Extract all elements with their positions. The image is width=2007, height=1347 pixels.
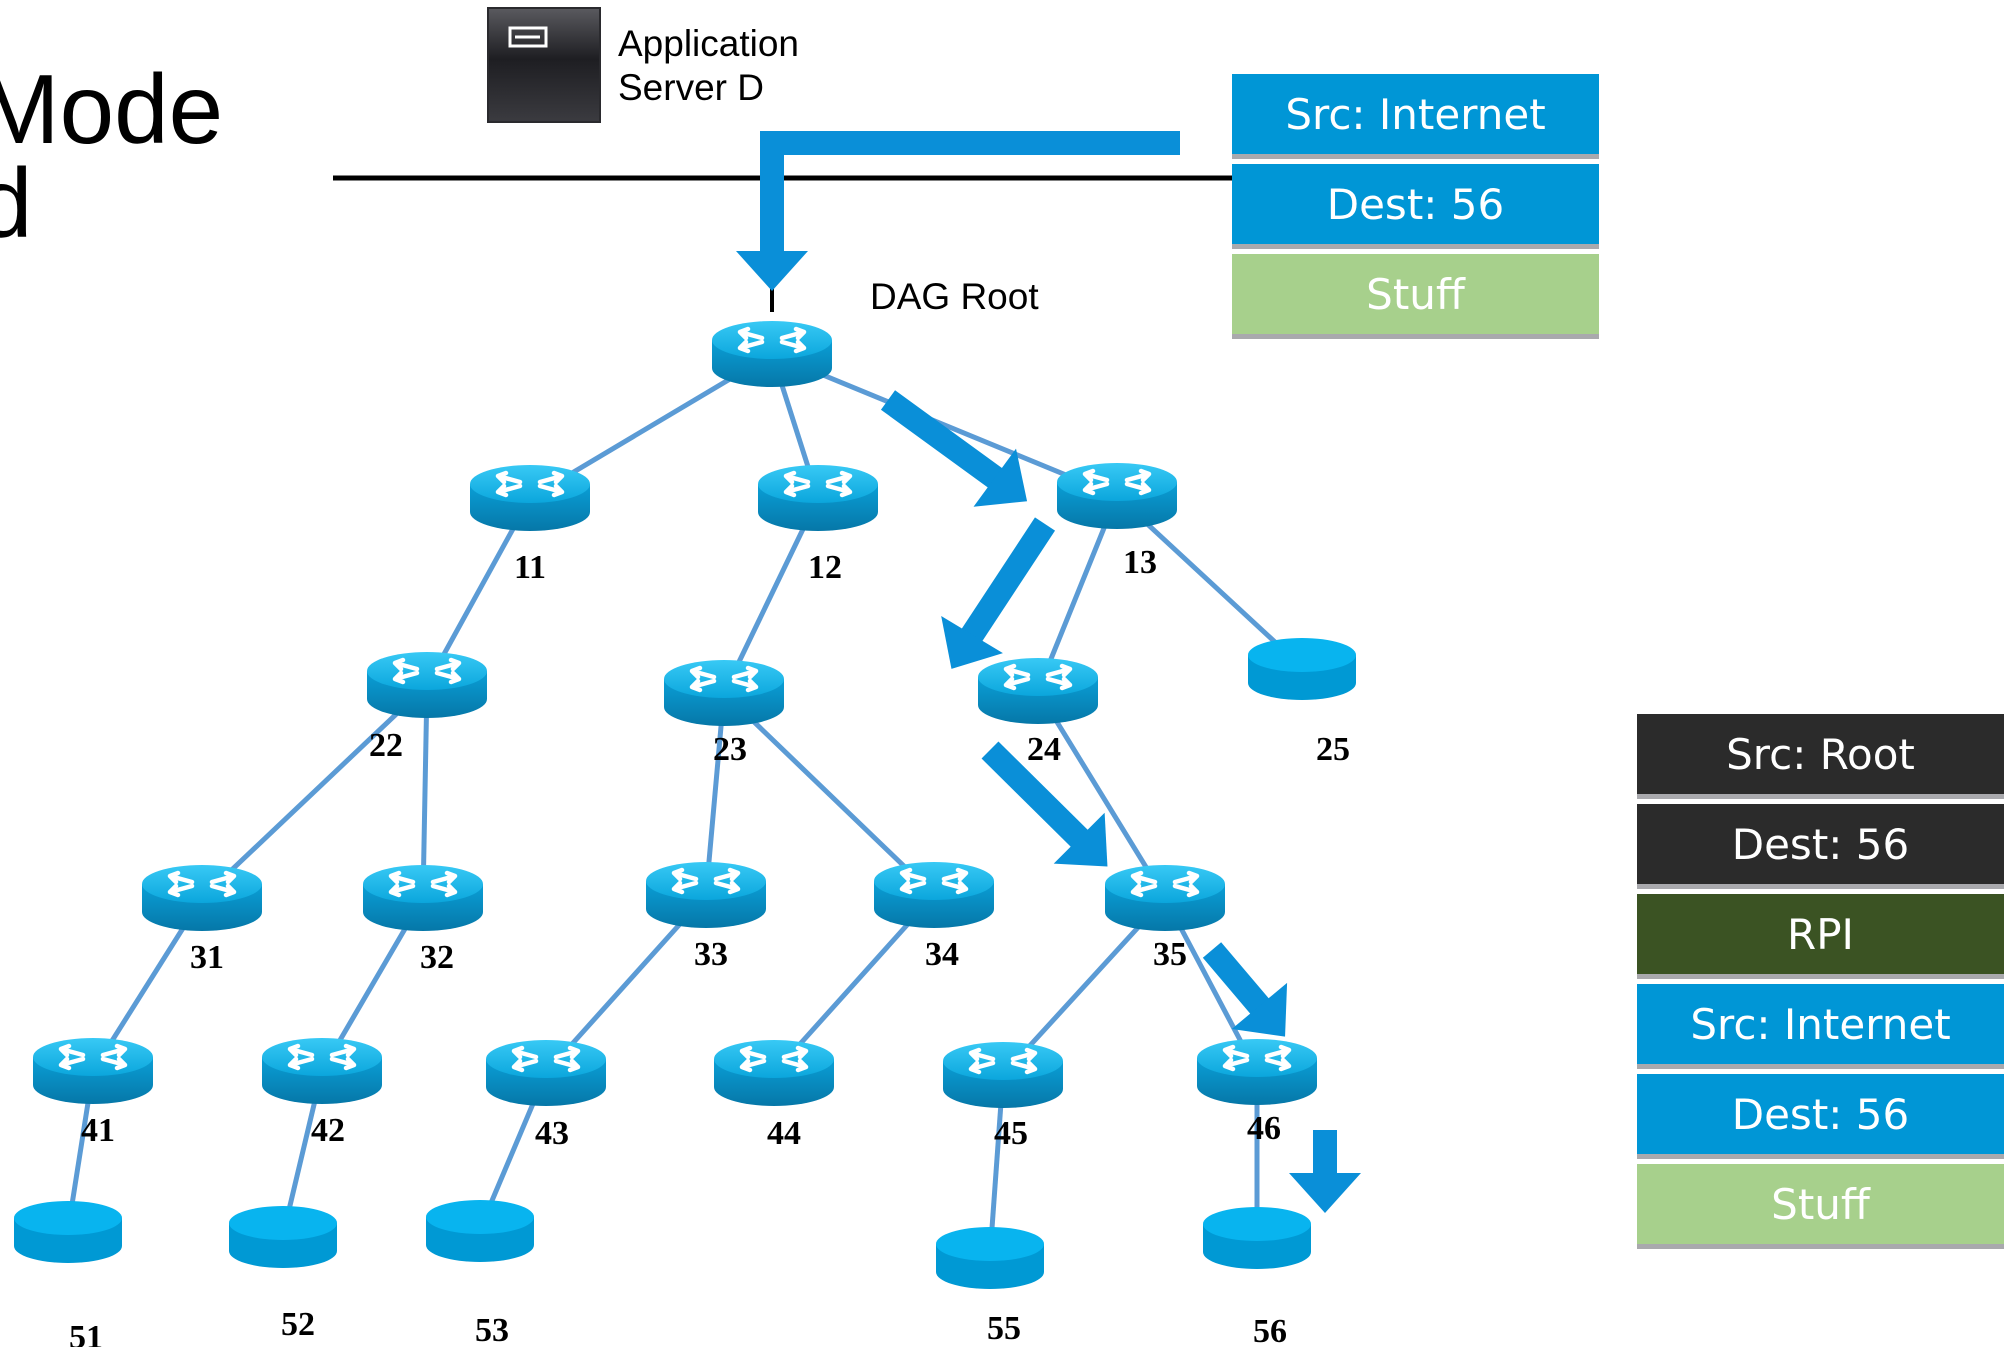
router-icon-33: [646, 862, 766, 928]
node-label-56: 56: [1253, 1313, 1287, 1347]
router-icon-35: [1105, 865, 1225, 931]
node-label-44: 44: [767, 1115, 801, 1152]
packet_bottom-field-0: Src: Root: [1637, 714, 2004, 794]
node-label-35: 35: [1153, 936, 1187, 973]
node-label-51: 51: [69, 1319, 103, 1347]
host-icon-51: [14, 1201, 122, 1263]
link-23-33: [703, 692, 727, 896]
host-icon-53: [426, 1200, 534, 1262]
router-icon-45: [943, 1042, 1063, 1108]
node-label-53: 53: [475, 1312, 509, 1347]
host-icon-25: [1248, 638, 1356, 700]
host-icon-56: [1203, 1207, 1311, 1269]
router-icon-24: [978, 658, 1098, 724]
link-22-32: [420, 684, 430, 899]
node-label-13: 13: [1123, 544, 1157, 581]
router-icon-44: [714, 1040, 834, 1106]
path-arrows: [736, 131, 1361, 1213]
node-label-25: 25: [1316, 731, 1350, 768]
router-icon-11: [470, 465, 590, 531]
router-icon-43: [486, 1040, 606, 1106]
arrow-46-to-56: [1289, 1130, 1361, 1213]
link-23-34: [722, 691, 936, 897]
link-root-13: [771, 351, 1118, 499]
router-icon-31: [142, 865, 262, 931]
node-label-52: 52: [281, 1306, 315, 1343]
arrow-13-to-24: [941, 517, 1056, 669]
node-label-41: 41: [81, 1112, 115, 1149]
node-label-23: 23: [713, 731, 747, 768]
packet_bottom-field-4: Dest: 56: [1637, 1074, 2004, 1154]
packet_bottom-field-1: Dest: 56: [1637, 804, 2004, 884]
arrow-backbone-to-root: [736, 131, 1180, 291]
node-label-43: 43: [535, 1115, 569, 1152]
router-icon-34: [874, 862, 994, 928]
node-label-24: 24: [1027, 731, 1061, 768]
link-12-23: [721, 496, 821, 695]
node-label-12: 12: [808, 549, 842, 586]
arrow-35-to-46: [1202, 942, 1288, 1037]
arrow-24-to-35: [981, 741, 1108, 867]
router-icon-22: [367, 652, 487, 718]
node-label-11: 11: [514, 549, 546, 586]
router-icon-41: [33, 1038, 153, 1104]
packet_top-field-2: Stuff: [1232, 254, 1599, 334]
node-label-45: 45: [994, 1115, 1028, 1152]
node-label-55: 55: [987, 1310, 1021, 1347]
router-icon-13: [1057, 463, 1177, 529]
arrow-root-to-13: [880, 390, 1028, 507]
node-label-32: 32: [420, 939, 454, 976]
router-icon-46: [1197, 1039, 1317, 1105]
packet_bottom-field-2: RPI: [1637, 894, 2004, 974]
packet_top-field-1: Dest: 56: [1232, 164, 1599, 244]
nodes-layer: 11 12 13 22 23 24 25 31 32 33 34 35 41 42 43 44 45 46 51 52…: [14, 321, 1356, 1347]
link-22-31: [200, 683, 429, 900]
slide-title: Mode d: [0, 54, 224, 258]
router-icon-23: [664, 660, 784, 726]
router-icon-32: [363, 865, 483, 931]
link-24-35: [1035, 689, 1168, 900]
dag-root-label: DAG Root: [870, 276, 1039, 317]
packet_bottom-field-3: Src: Internet: [1637, 984, 2004, 1064]
node-label-46: 46: [1247, 1110, 1281, 1147]
node-label-34: 34: [925, 936, 959, 973]
router-icon-12: [758, 465, 878, 531]
host-icon-52: [229, 1206, 337, 1268]
packet_top-field-0: Src: Internet: [1232, 74, 1599, 154]
node-label-31: 31: [190, 939, 224, 976]
host-icon-55: [936, 1227, 1044, 1289]
packet_bottom-field-5: Stuff: [1637, 1164, 2004, 1244]
router-icon-root: [712, 321, 832, 387]
server-icon: [487, 7, 601, 123]
router-icon-42: [262, 1038, 382, 1104]
node-label-22: 22: [369, 727, 403, 764]
server-label: Application Server D: [618, 23, 800, 108]
node-label-33: 33: [694, 936, 728, 973]
node-label-42: 42: [311, 1112, 345, 1149]
